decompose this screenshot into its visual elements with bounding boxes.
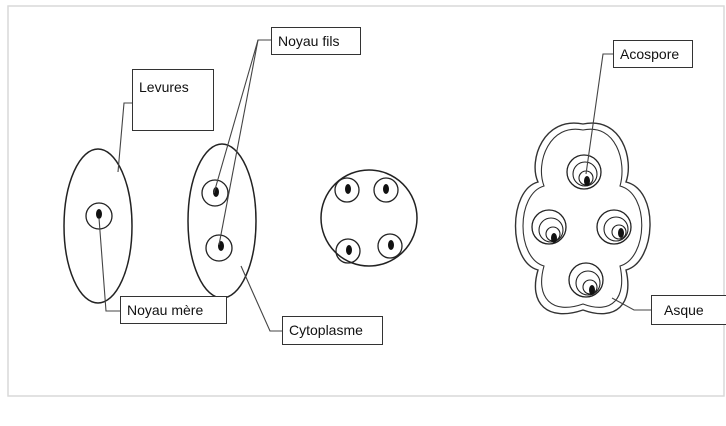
leader-noyau-fils-1 [214, 40, 271, 193]
nucleus-core [388, 240, 394, 250]
leader-cytoplasme [241, 266, 282, 331]
ascus [516, 123, 651, 314]
ascospore [567, 155, 601, 189]
label-acospore: Acospore [613, 40, 693, 68]
label-noyau-fils: Noyau fils [271, 27, 361, 55]
cell-four-nuclei [321, 170, 417, 266]
ascospore [569, 263, 603, 297]
label-asque: Asque [651, 295, 726, 325]
leader-noyau-mere [99, 218, 120, 311]
cell-mother [64, 149, 132, 303]
ascus-wall-inner [523, 129, 642, 307]
nucleus-core [96, 209, 102, 219]
label-noyau-mere: Noyau mère [120, 296, 227, 324]
ascospore [532, 210, 566, 244]
nucleus-core [383, 184, 389, 194]
leader-levures [118, 103, 132, 172]
label-cytoplasme: Cytoplasme [282, 316, 383, 345]
label-levures: Levures [132, 69, 214, 131]
nucleus-core [345, 184, 351, 194]
nucleus-core [346, 245, 352, 255]
ascospore [597, 210, 631, 244]
leader-noyau-fils-2 [219, 40, 258, 245]
nucleus-core [218, 241, 224, 251]
cell-membrane [64, 149, 132, 303]
